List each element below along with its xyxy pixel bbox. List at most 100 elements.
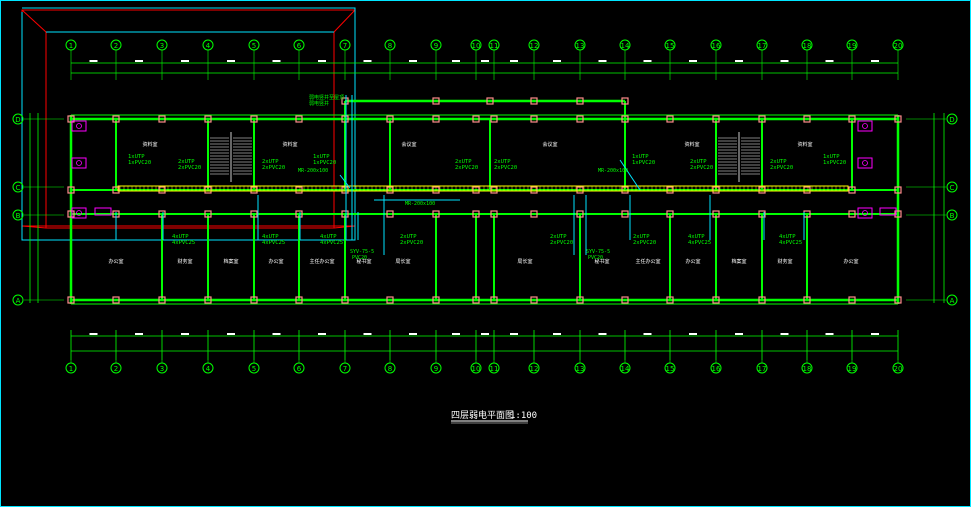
axis-label: 11 <box>490 365 499 373</box>
fixture <box>857 207 873 219</box>
axis-bubble <box>574 39 586 51</box>
cable-label: 4xUTP <box>320 234 337 240</box>
axis-label: 13 <box>576 365 585 373</box>
axis-bubble <box>12 209 24 221</box>
column <box>432 115 440 123</box>
axis-label: 16 <box>712 365 721 373</box>
axis-label: 3 <box>160 42 164 50</box>
column <box>666 296 674 304</box>
axis-bubble <box>110 39 122 51</box>
room-label-bottom: 办公室 <box>268 258 283 265</box>
dim-value-mark <box>272 333 281 335</box>
column <box>204 210 212 218</box>
axis-label: C <box>950 184 955 192</box>
fixture-bowl <box>76 210 82 216</box>
column <box>112 296 120 304</box>
axis-label: 1 <box>69 365 73 373</box>
column <box>848 186 856 194</box>
cable-label: 2xPVC20 <box>550 240 573 246</box>
cable-label: 1xPVC20 <box>128 160 151 166</box>
axis-label: D <box>949 116 954 124</box>
axis-label: A <box>16 297 21 305</box>
room-label-bottom: 办公室 <box>843 258 858 265</box>
cable-label: 2xUTP <box>455 159 472 165</box>
column <box>490 210 498 218</box>
dim-value-mark <box>135 333 143 335</box>
axis-label: 10 <box>472 42 481 50</box>
dim-value-mark <box>643 333 652 335</box>
fixture-bowl <box>76 160 82 166</box>
axis-label: 19 <box>848 42 857 50</box>
room-label-bottom: 主任办公室 <box>635 258 660 265</box>
axis-bubble <box>892 39 904 51</box>
column <box>621 115 629 123</box>
column <box>666 210 674 218</box>
column <box>386 115 394 123</box>
room-label-bottom: 主任办公室 <box>309 258 334 265</box>
cable-label: 1xUTP <box>128 154 145 160</box>
axis-label: 9 <box>434 42 438 50</box>
column <box>158 115 166 123</box>
column <box>341 210 349 218</box>
cable-label: 2xPVC20 <box>770 165 793 171</box>
red-frame-corner <box>21 9 47 33</box>
column <box>204 296 212 304</box>
column <box>250 115 258 123</box>
cable-label: 2xUTP <box>550 234 567 240</box>
cable-run <box>339 174 351 189</box>
column <box>250 296 258 304</box>
dim-value-mark <box>272 60 281 62</box>
cable-label: 1xUTP <box>632 154 649 160</box>
toilet-fixtures <box>71 120 897 219</box>
drawing-title: 四层弱电平面图 <box>451 409 514 421</box>
room-label-bottom: 办公室 <box>685 258 700 265</box>
cable-label: 2xUTP <box>770 159 787 165</box>
room-label-bottom: 财务室 <box>177 258 192 265</box>
cable-label: 4xPVC25 <box>688 240 711 246</box>
dim-value-mark <box>780 333 789 335</box>
axis-bubble <box>528 39 540 51</box>
dim-value-mark <box>318 333 326 335</box>
column <box>341 115 349 123</box>
axis-label: 7 <box>343 365 347 373</box>
column <box>158 186 166 194</box>
axis-bubble <box>846 39 858 51</box>
column <box>666 186 674 194</box>
column <box>472 210 480 218</box>
column <box>490 115 498 123</box>
dim-value-mark <box>780 60 789 62</box>
column <box>621 97 629 105</box>
axis-bubble <box>756 39 768 51</box>
fixture-bowl <box>862 210 868 216</box>
column <box>432 210 440 218</box>
column <box>530 115 538 123</box>
room-label-bottom: 财务室 <box>777 258 792 265</box>
cable-label: 4xUTP <box>262 234 279 240</box>
dim-value-mark <box>452 60 460 62</box>
column <box>486 97 494 105</box>
cable-label: 1xPVC20 <box>313 160 336 166</box>
axis-bubble <box>248 39 260 51</box>
axis-bubble <box>293 39 305 51</box>
room-label-top: 资料室 <box>282 141 297 148</box>
fixture-bowl <box>76 123 82 129</box>
dim-value-mark <box>553 60 561 62</box>
axis-label: 19 <box>848 365 857 373</box>
cable-label: 1xPVC20 <box>632 160 655 166</box>
cable-label: 2xPVC20 <box>633 240 656 246</box>
fixture-bowl <box>862 160 868 166</box>
cable-label: 2xUTP <box>633 234 650 240</box>
room-label-bottom: 局长室 <box>395 258 410 265</box>
dim-value-mark <box>135 60 143 62</box>
room-label-bottom: 档案室 <box>223 258 238 265</box>
axis-label: 14 <box>621 365 630 373</box>
column <box>490 186 498 194</box>
dim-value-mark <box>598 333 607 335</box>
column <box>250 210 258 218</box>
axis-bubble <box>339 39 351 51</box>
axis-label: 7 <box>343 42 347 50</box>
column <box>758 186 766 194</box>
column <box>621 296 629 304</box>
cable-label: 4xUTP <box>172 234 189 240</box>
axis-label: 20 <box>894 365 903 373</box>
